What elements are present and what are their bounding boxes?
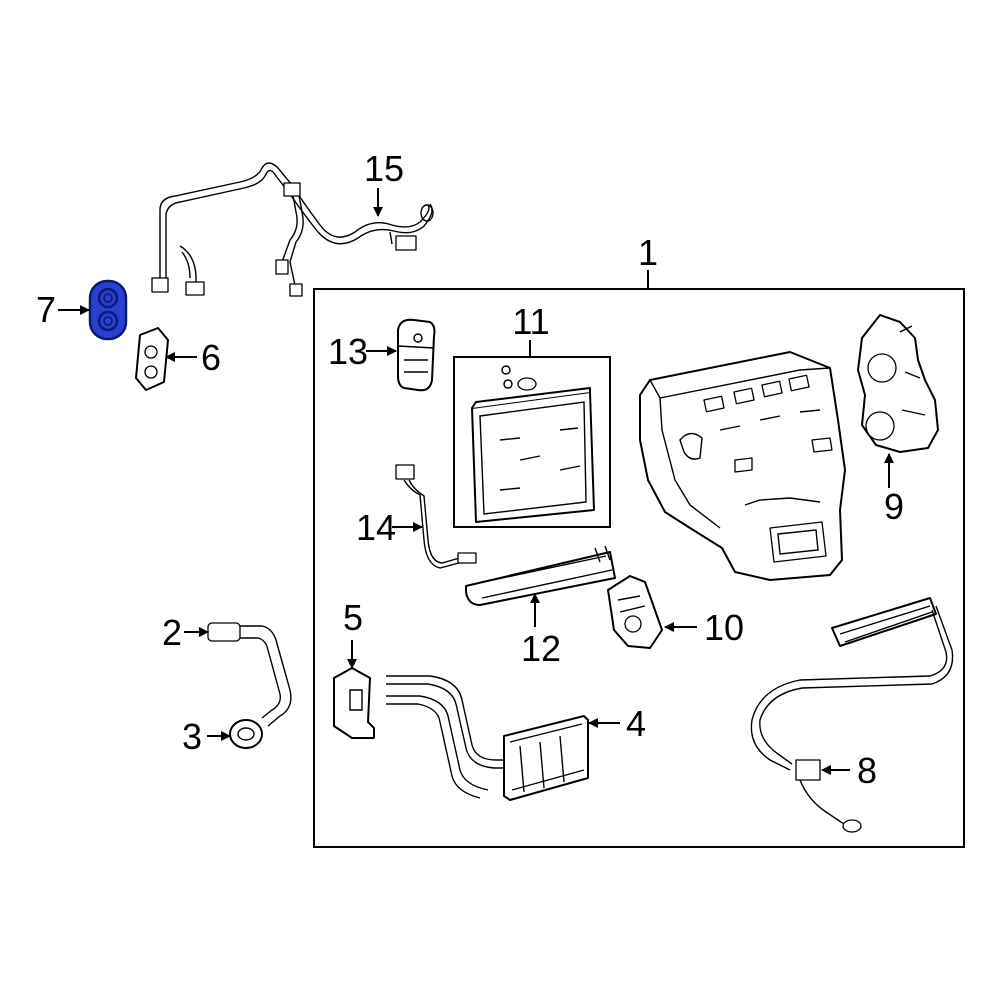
callout-14: 14 [356,507,396,548]
leader-lines [58,188,894,775]
part-9-blower-motor[interactable] [857,314,939,453]
part-12-duct[interactable] [465,545,616,606]
part-7-grommet-highlighted[interactable] [88,279,128,341]
hvac-case-assembly[interactable] [639,351,846,581]
callout-labels: 1 2 3 4 5 6 7 8 9 10 11 12 13 14 15 [36,148,904,791]
assembly-frame [313,288,965,848]
callout-3: 3 [182,716,202,757]
callout-13: 13 [328,331,368,372]
part-6-seal-plate[interactable] [135,327,169,391]
callout-10: 10 [704,607,744,648]
part-13-expansion-valve[interactable] [397,318,436,392]
part-4-heater-core[interactable] [386,675,589,801]
callout-9: 9 [884,486,904,527]
part-14-sensor-wire[interactable] [395,464,477,569]
part-8-wire-harness[interactable] [750,597,954,833]
callout-8: 8 [857,750,877,791]
callout-1: 1 [638,232,658,273]
part-3-grommet[interactable] [229,719,263,749]
part-15-wire-harness[interactable] [151,162,434,297]
callout-2: 2 [162,612,182,653]
callout-7: 7 [36,289,56,330]
callout-4: 4 [626,703,646,744]
part-11-evaporator[interactable] [453,356,611,528]
callout-5: 5 [343,597,363,638]
callout-15: 15 [364,148,404,189]
callout-6: 6 [201,337,221,378]
callout-11: 11 [512,301,549,342]
callout-12: 12 [521,628,561,669]
part-5-bracket[interactable] [333,667,375,739]
part-10-servo-motor[interactable] [607,575,663,649]
part-2-pipe[interactable] [207,622,292,727]
